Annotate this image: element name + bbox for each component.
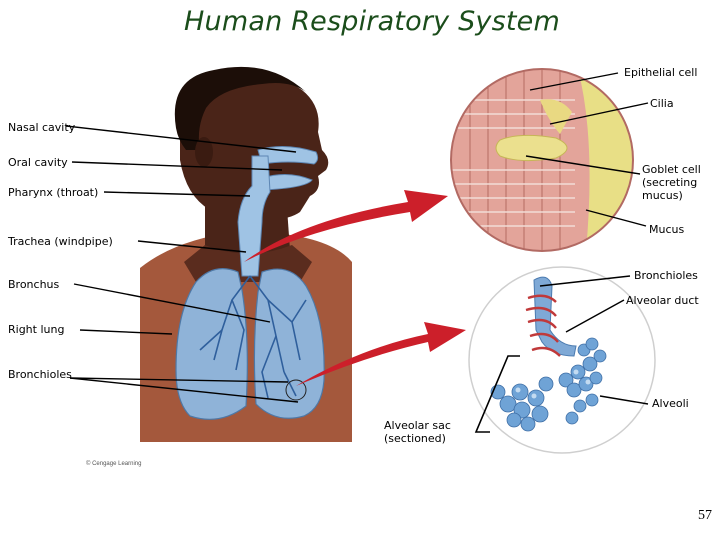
leader-lines [65, 72, 649, 405]
label-nasal-cavity: Nasal cavity [8, 121, 76, 134]
label-alveolar-sac: Alveolar sac (sectioned) [384, 419, 451, 445]
goblet-line-3: mucus) [642, 189, 683, 202]
label-goblet-cell: Goblet cell (secreting mucus) [642, 163, 701, 202]
label-bronchioles-magnified: Bronchioles [634, 269, 698, 282]
alveoli-highlight [285, 379, 307, 401]
goblet-line-1: Goblet cell [642, 163, 701, 176]
goblet-line-2: (secreting [642, 176, 698, 189]
alveolar-sac-line-2: (sectioned) [384, 432, 446, 445]
alveoli-magnification [468, 266, 656, 454]
magnify-arrows [244, 190, 466, 386]
copyright-notice: © Cengage Learning [86, 461, 142, 467]
oral-cavity-shape [261, 174, 313, 191]
label-mucus: Mucus [649, 223, 685, 236]
alveolar-sac-bracket [474, 355, 520, 433]
nasal-cavity-shape [257, 146, 319, 165]
page-number: 57 [698, 508, 712, 523]
label-oral-cavity: Oral cavity [8, 156, 68, 169]
airway [237, 146, 319, 277]
label-bronchus: Bronchus [8, 278, 60, 291]
upper-arrow [244, 190, 448, 262]
label-cilia: Cilia [650, 97, 674, 110]
lower-arrow [296, 322, 466, 386]
bronchial-tree [199, 275, 307, 399]
ear [195, 137, 213, 167]
label-bronchioles: Bronchioles [8, 368, 72, 381]
label-alveoli: Alveoli [652, 397, 689, 410]
page-title: Human Respiratory System [184, 6, 560, 37]
hair [174, 66, 306, 150]
label-epithelial-cell: Epithelial cell [624, 66, 698, 79]
cilia-magnification [450, 68, 634, 252]
label-pharynx: Pharynx (throat) [8, 186, 99, 199]
label-alveolar-duct: Alveolar duct [626, 294, 699, 307]
label-right-lung: Right lung [8, 323, 65, 336]
label-trachea: Trachea (windpipe) [8, 235, 113, 248]
lungs [175, 268, 325, 420]
alveolar-sac-line-1: Alveolar sac [384, 419, 451, 432]
trachea-shape [237, 155, 271, 277]
